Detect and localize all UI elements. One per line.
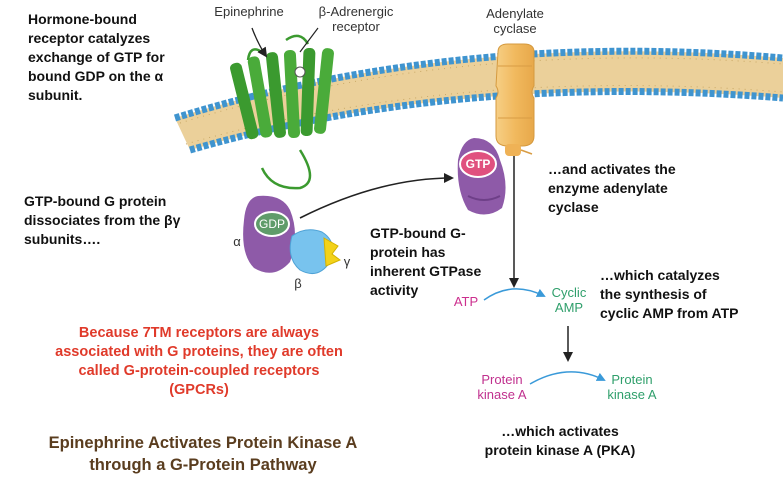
gdp-label: GDP xyxy=(258,217,285,231)
epinephrine-pointer xyxy=(251,27,268,58)
note-dissociates: GTP-bound G protein dissociates from the… xyxy=(24,193,181,247)
cyclic-amp-label: Cyclic AMP xyxy=(551,285,587,315)
label-adenylate-cyclase: Adenylate cyclase xyxy=(486,6,544,36)
receptor-pointer xyxy=(299,27,319,53)
beta-adrenergic-receptor xyxy=(230,34,334,190)
gamma-label: γ xyxy=(343,254,351,269)
beta-label: β xyxy=(294,276,302,291)
note-receptor-exchange: Hormone-bound receptor catalyzes exchang… xyxy=(28,11,165,103)
pka-active-label: Protein kinase A xyxy=(607,372,657,402)
adenylate-cyclase xyxy=(495,43,535,156)
membrane-lipid-core xyxy=(175,51,783,150)
gdp-molecule xyxy=(254,211,290,237)
note-activates-pka: …which activates protein kinase A (PKA) xyxy=(484,423,636,458)
note-activates-enzyme: …and activates the enzyme adenylate cycl… xyxy=(548,161,676,215)
pka-inactive-label: Protein kinase A xyxy=(477,372,527,402)
label-epinephrine: Epinephrine xyxy=(214,4,284,19)
gtp-bound-alpha-subunit xyxy=(457,138,506,215)
diagram-caption: Epinephrine Activates Protein Kinase A t… xyxy=(48,434,358,474)
alpha-label: α xyxy=(233,234,241,249)
note-gtpase: GTP-bound G- protein has inherent GTPase… xyxy=(370,225,482,298)
g-gamma-subunit xyxy=(323,237,341,267)
note-catalyzes: …which catalyzes the synthesis of cyclic… xyxy=(600,267,739,321)
gtp-label: GTP xyxy=(465,157,491,171)
atp-label: ATP xyxy=(453,294,479,309)
dissociation-arrow xyxy=(299,173,454,219)
pka-activation-arrow xyxy=(529,371,606,385)
receptor-intracellular-loop xyxy=(260,149,312,190)
g-protein-trimer xyxy=(243,195,341,275)
gtp-molecule xyxy=(459,150,497,178)
epinephrine-molecule xyxy=(294,66,306,78)
gpcr-note: Because 7TM receptors are always associa… xyxy=(55,325,343,398)
atp-to-camp-arrow xyxy=(483,288,546,301)
label-beta-adrenergic-receptor: β-Adrenergic receptor xyxy=(318,4,394,34)
